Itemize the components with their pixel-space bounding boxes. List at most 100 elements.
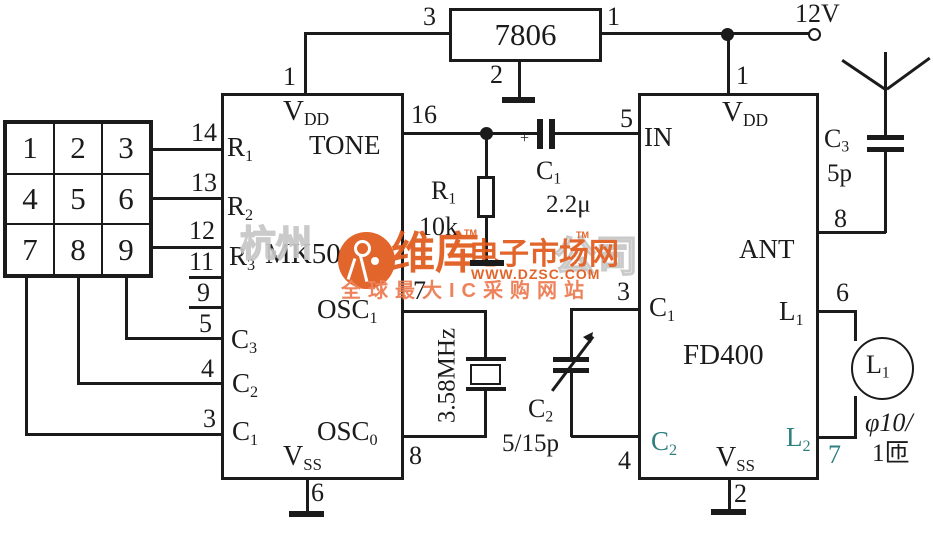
wire-segment (570, 308, 573, 357)
wire-segment (125, 337, 223, 340)
key-1: 1 (6, 123, 54, 174)
label-sub: 1 (795, 310, 804, 329)
wire-stub-pin9 (189, 306, 222, 309)
wire-segment (484, 389, 487, 437)
wire-segment (485, 218, 488, 263)
key-7: 7 (6, 224, 54, 275)
wire-segment (854, 310, 857, 341)
ground-symbol (470, 260, 504, 266)
watermark-url: WWW.DZSC.COM (471, 266, 601, 282)
label-sub: 1 (250, 430, 259, 449)
wire-segment (570, 373, 573, 437)
label-main: V (716, 442, 737, 473)
resistor-r1-label: R1 (431, 178, 456, 207)
encoder-r1-label: R1 (227, 134, 253, 164)
crystal-3.58mhz (470, 364, 501, 385)
label-sub: 1 (448, 190, 457, 208)
label-main: L (866, 350, 882, 379)
wire-segment (485, 135, 488, 176)
key-9: 9 (102, 224, 150, 275)
label-main: C (651, 426, 670, 456)
label-main: L (786, 422, 803, 452)
wire-segment (816, 231, 886, 234)
wire-segment (77, 277, 80, 385)
label-sub: DD (742, 110, 769, 131)
keypad: 1 2 3 4 5 6 7 8 9 (3, 120, 153, 278)
pin-number: 11 (189, 247, 215, 276)
wire-segment (571, 435, 639, 438)
encoder-vdd-label: VDD (283, 97, 329, 129)
label-main: C (232, 416, 251, 446)
encoder-tone-label: TONE (309, 130, 381, 160)
encoder-r3-label: R3 (229, 243, 255, 273)
coil-spec: φ10/ (865, 408, 913, 437)
wire-segment (884, 152, 887, 233)
pin-number: 9 (197, 278, 210, 307)
encoder-r2-label: R2 (227, 193, 253, 223)
wire-segment (728, 480, 731, 510)
watermark-tm: TM (464, 228, 477, 238)
transmitter-c2-label: C2 (651, 428, 677, 458)
label-sub: 1 (369, 308, 378, 327)
watermark-tm: TM (576, 230, 589, 240)
pin-number: 2 (734, 479, 747, 508)
capacitor-c3-label: C3 (824, 126, 849, 155)
ground-symbol (289, 511, 324, 517)
label-main: R (431, 176, 449, 205)
label-main: C (649, 292, 668, 322)
wire-segment (571, 308, 639, 311)
pin-number: 1 (736, 61, 749, 90)
label-sub: DD (303, 109, 330, 130)
wire-segment (402, 132, 538, 135)
label-sub: 2 (245, 205, 254, 224)
encoder-chip-label: MK50 (265, 238, 341, 270)
pin-number: 13 (191, 168, 217, 197)
capacitor-c1-label: C1 (536, 158, 561, 187)
transmitter-in-label: IN (644, 122, 673, 152)
junction-dot (721, 28, 734, 41)
key-6: 6 (102, 173, 150, 225)
pin-number: 1 (283, 62, 296, 91)
resistor-r1 (477, 176, 495, 218)
label-main: OSC (317, 294, 370, 324)
transmitter-l1-label: L1 (779, 298, 804, 328)
label-main: V (283, 95, 304, 127)
wire-segment (304, 32, 307, 94)
label-sub: 2 (250, 382, 259, 401)
wire-segment (306, 478, 309, 512)
pin-number: 1 (607, 2, 620, 31)
pin-number: 3 (423, 2, 436, 31)
key-8: 8 (54, 224, 102, 275)
pin-number: 6 (836, 278, 849, 307)
crystal-3.58mhz (466, 387, 506, 391)
capacitor-c2-value: 5/15p (502, 430, 559, 457)
wire-segment (854, 396, 857, 439)
wire-segment (152, 246, 222, 249)
transmitter-vdd-label: VDD (722, 98, 768, 130)
wire-segment (25, 277, 28, 436)
key-3: 3 (102, 123, 150, 174)
pin-number: 4 (201, 354, 214, 383)
terminal-12v (808, 28, 821, 41)
capacitor-c3-value: 5p (827, 160, 852, 187)
wire-segment (816, 310, 857, 313)
label-main: R (227, 191, 246, 221)
key-4: 4 (6, 173, 54, 225)
label-main: L (779, 296, 796, 326)
capacitor-c1-value: 2.2μ (546, 191, 591, 218)
wire-segment (402, 435, 487, 438)
resistor-r1-value: 10k (419, 212, 458, 241)
label-main: C (528, 394, 546, 423)
label-sub: 2 (802, 436, 811, 455)
encoder-c1-label: C1 (232, 418, 258, 448)
transmitter-chip-label: FD400 (683, 339, 764, 371)
capacitor-c3 (867, 147, 904, 152)
pin-number: 5 (620, 104, 633, 133)
encoder-c3-label: C3 (231, 326, 257, 356)
label-sub: 1 (245, 146, 254, 165)
transmitter-c1-label: C1 (649, 294, 675, 324)
pin-number: 16 (411, 100, 437, 129)
wire-segment (125, 277, 128, 340)
wire-segment (555, 132, 638, 135)
